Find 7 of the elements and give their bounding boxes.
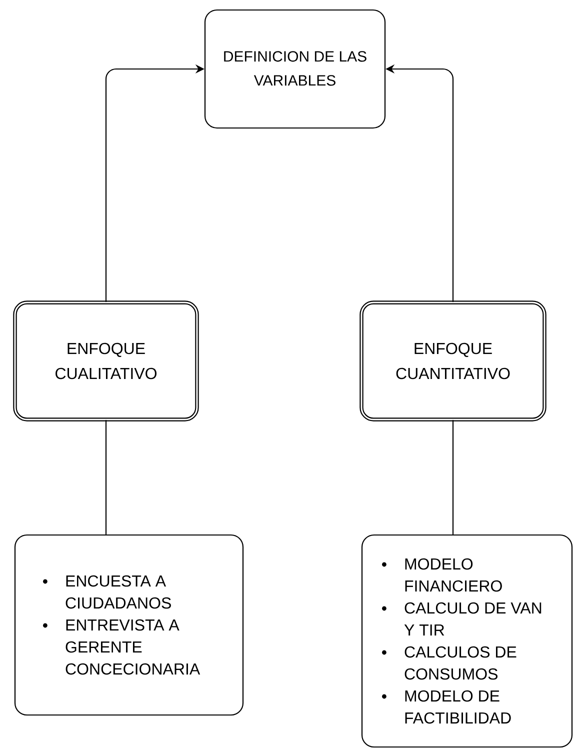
list-box: ENCUESTA A CIUDADANOS ENTREVISTA A GERENTE CONCECIONARIA <box>14 534 244 716</box>
connector-line <box>452 420 454 534</box>
connector-line <box>105 420 107 534</box>
process-box: DEFINICION DE LAS VARIABLES <box>204 9 386 129</box>
process-box: ENFOQUE CUANTITATIVO <box>360 300 546 422</box>
process-box: ENFOQUE CUALITATIVO <box>13 300 199 422</box>
list-box: MODELO FINANCIERO CALCULO DE VAN Y TIR CALCULOS DE CONSUMOS MODELO DE FACTIBILIDAD <box>361 534 573 748</box>
